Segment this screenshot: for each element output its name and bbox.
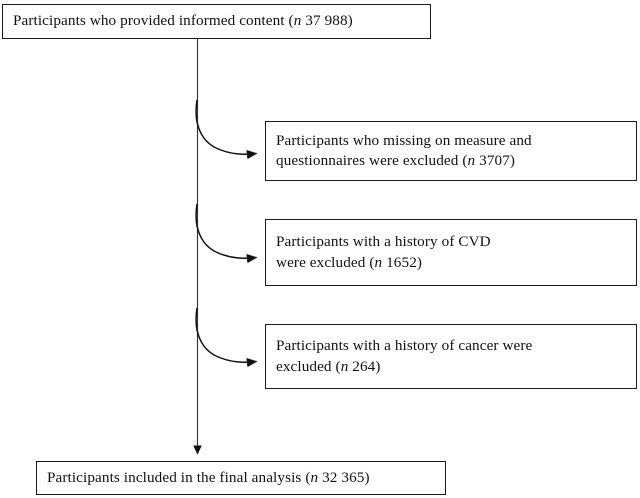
node-enrolled-label: Participants who provided informed conte… [13,12,353,30]
connector-branch-3 [195,307,258,368]
connector-branch-2 [195,203,258,264]
node-final-label: Participants included in the final analy… [47,468,370,486]
node-exclusion-3-label: Participants with a history of cancer we… [276,337,533,375]
node-participants-enrolled: Participants who provided informed conte… [2,4,431,39]
connector-branch-1 [195,99,258,160]
node-participants-final-analysis: Participants included in the final analy… [36,461,446,495]
node-exclusion-cancer-history: Participants with a history of cancer we… [265,324,637,389]
